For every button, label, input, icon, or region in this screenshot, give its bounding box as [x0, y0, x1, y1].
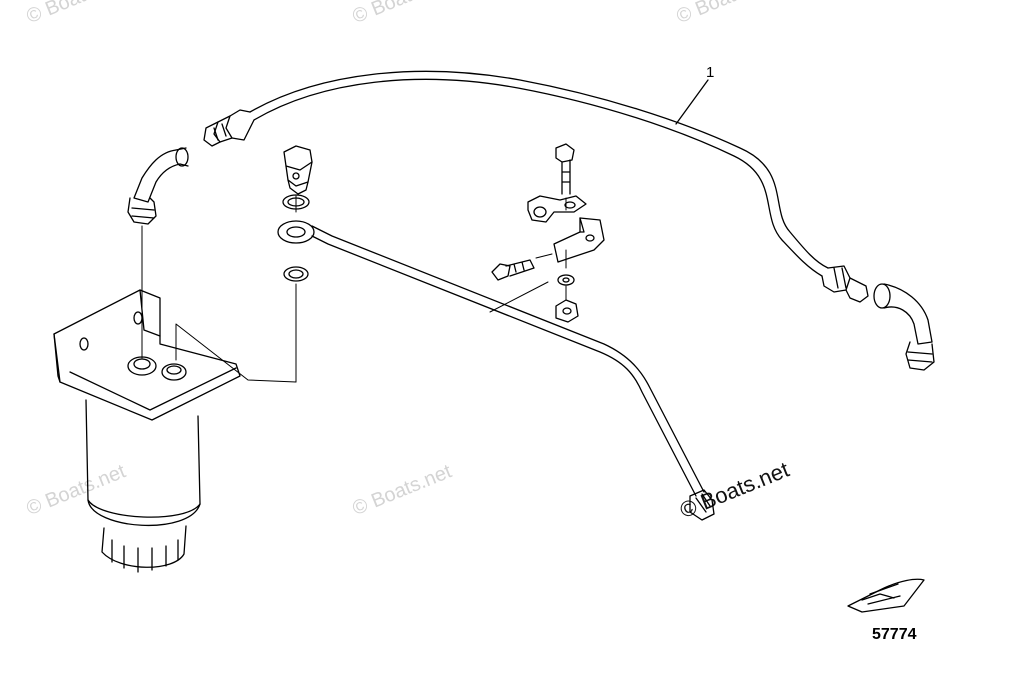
mounting-bracket[interactable] — [554, 218, 604, 268]
washer-small[interactable] — [558, 275, 574, 300]
hex-nut[interactable] — [556, 300, 578, 322]
fuel-line-steel[interactable] — [278, 221, 714, 520]
elbow-fitting-left[interactable] — [128, 148, 188, 358]
fuel-filter-bracket[interactable] — [54, 290, 296, 420]
callout-leader — [676, 80, 708, 124]
sealing-washer-top[interactable] — [283, 195, 309, 209]
boat-icon — [848, 579, 924, 612]
fuel-line-clamp[interactable] — [528, 196, 586, 222]
diagram-number: 57774 — [872, 626, 917, 643]
fuel-filter-canister[interactable] — [86, 400, 200, 572]
bolt-upper[interactable] — [556, 144, 574, 210]
bolt-horizontal[interactable] — [492, 254, 552, 280]
fuel-hose-1[interactable] — [204, 71, 868, 302]
sealing-washer-bottom[interactable] — [284, 267, 308, 382]
leader-line — [490, 282, 548, 312]
callout-label-1: 1 — [706, 64, 715, 81]
elbow-fitting-right[interactable] — [874, 284, 934, 370]
